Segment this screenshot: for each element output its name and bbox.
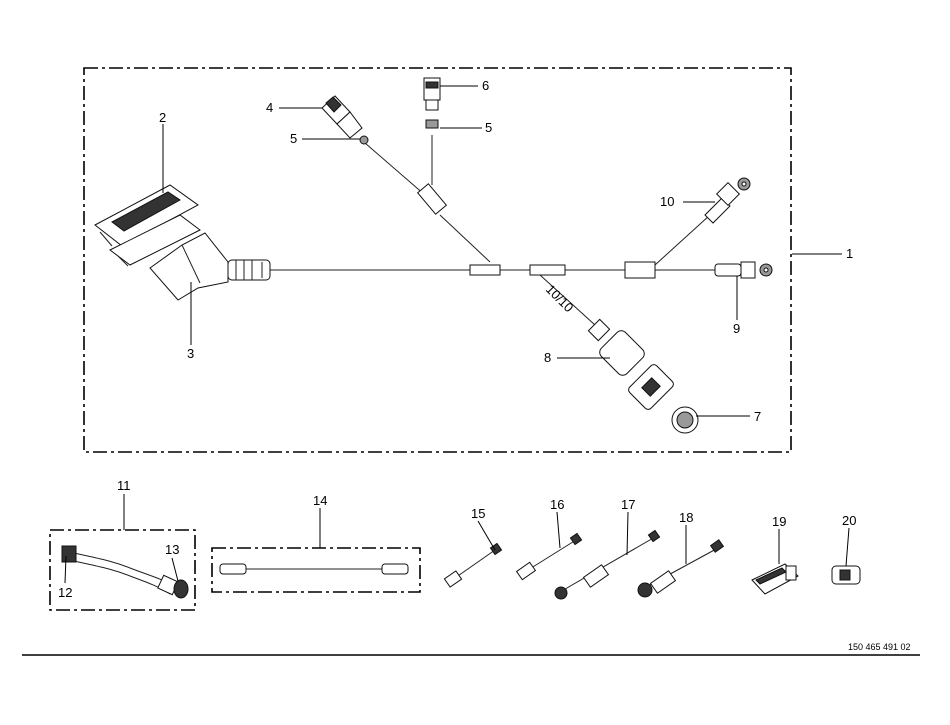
leader-lines-lower — [64, 494, 850, 584]
harness-wires — [270, 135, 715, 326]
connector-cap — [671, 406, 699, 434]
subassembly-boundary-11 — [49, 529, 196, 611]
leader-lines-main — [162, 85, 842, 417]
callout-numbers: 1 2 3 4 5 5 6 7 8 9 10 11 12 13 14 15 16… — [58, 78, 856, 600]
callout-6: 6 — [482, 78, 489, 93]
extension-cable-14 — [219, 563, 409, 575]
wire-marking: 10/10 — [543, 282, 577, 316]
callout-5a: 5 — [290, 131, 297, 146]
callout-11: 11 — [117, 478, 131, 493]
callout-10: 10 — [660, 194, 674, 209]
angled-boot — [149, 232, 271, 301]
cable-15 — [443, 542, 503, 588]
callout-13: 13 — [165, 542, 179, 557]
sensor-connector-upper-middle — [416, 77, 448, 215]
seal-20 — [831, 565, 861, 585]
callout-4: 4 — [266, 100, 273, 115]
main-junction — [469, 261, 656, 279]
callout-7: 7 — [754, 409, 761, 424]
callout-18: 18 — [679, 510, 693, 525]
callout-12: 12 — [58, 585, 72, 600]
callout-14: 14 — [313, 493, 327, 508]
callout-16: 16 — [550, 497, 564, 512]
callout-2: 2 — [159, 110, 166, 125]
callout-19: 19 — [772, 514, 786, 529]
callout-17: 17 — [621, 497, 635, 512]
callout-20: 20 — [842, 513, 856, 528]
subassembly-boundary-14 — [211, 547, 421, 593]
sensor-connector-upper-left — [321, 95, 369, 145]
callout-8: 8 — [544, 350, 551, 365]
cable-16 — [515, 532, 583, 581]
callout-9: 9 — [733, 321, 740, 336]
connector-right — [714, 261, 773, 279]
large-connector — [587, 318, 674, 410]
callout-3: 3 — [187, 346, 194, 361]
cable-18 — [637, 539, 725, 598]
callout-1: 1 — [846, 246, 853, 261]
assembly-boundary — [83, 67, 792, 453]
callout-5b: 5 — [485, 120, 492, 135]
cable-17 — [554, 529, 661, 600]
ecu-connector-block — [94, 184, 201, 267]
connector-right-upper — [704, 177, 751, 224]
connector-19 — [751, 563, 799, 595]
drawing-number: 150 465 491 02 — [848, 642, 911, 652]
callout-15: 15 — [471, 506, 485, 521]
sub-harness-11 — [61, 545, 189, 599]
